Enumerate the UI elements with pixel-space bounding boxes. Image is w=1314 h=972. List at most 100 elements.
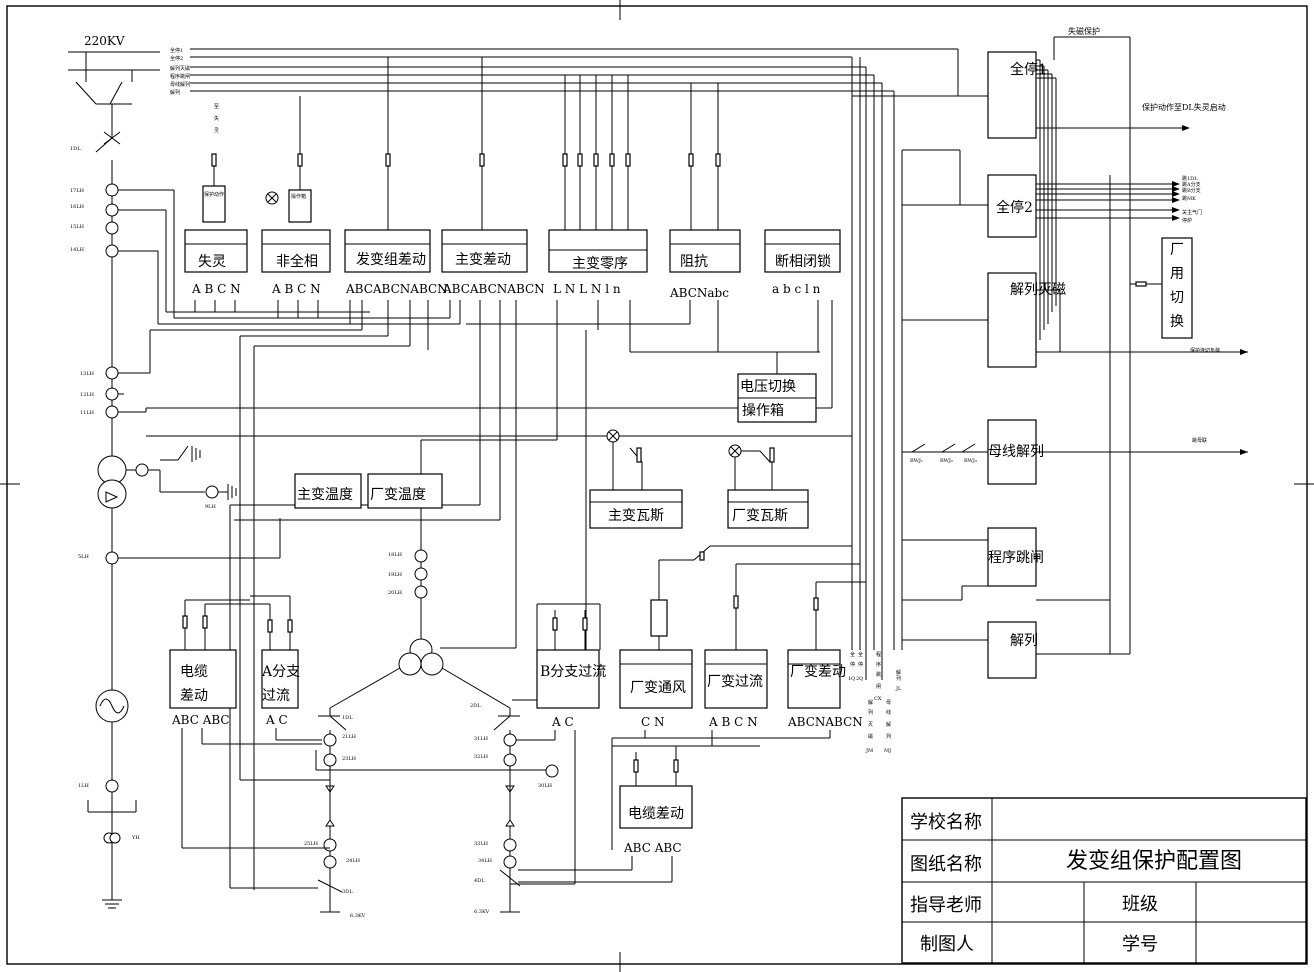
ct-13lh [105,366,119,380]
ct-15lh [105,221,119,235]
feiquanxiang-label: 非全相 [276,253,318,270]
v2-2: 2Q [856,676,863,682]
duanxiang-label: 断相闭锁 [775,254,831,270]
gas-protection: 主变瓦斯 厂变瓦斯 [589,429,809,529]
ct-33lh [503,838,517,852]
ct-9lh-label: 9LH [205,504,217,510]
v6-0: 解 [896,669,901,676]
v6-2: JL [895,686,902,692]
dianlan1-line1: 电缆 [180,664,208,680]
dianya-line1: 电压切换 [740,378,796,395]
protection-bfenzhi: B分支过流 A C [510,603,606,885]
ct-30lh-label: 30LH [538,783,553,789]
generator-trunk: 1DL 17LH 16LH 15LH 14LH 13LH 12LH 11LH 9… [70,122,237,909]
afenzhi-phases: A C [265,713,288,727]
relay-3: BWJ₃ [964,458,977,464]
bus-label-4: 程序跳闸 [170,73,190,80]
afenzhi-line2: 过流 [262,688,290,704]
v6-1: 列 [896,675,901,682]
v1-2: 1Q [848,676,855,682]
ct-5lh-label: 5LH [78,554,90,560]
ct-5lh [105,551,119,565]
duanxiang-phases: a b c l n [772,282,821,296]
ct-wiring-upper [118,189,852,890]
protection-start-out: 保护动作至DL失灵启动 [1142,102,1226,112]
changyong-2: 用 [1170,266,1184,282]
ct-24lh [323,855,337,869]
ct-20lh-label: 20LH [388,590,403,596]
v5-3: 列 [886,733,891,740]
ct-13lh-label: 13LH [80,371,95,377]
lingxu-label: 主变零序 [572,256,628,272]
protection-shiling: 失灵 A B C N 保护动作 至 失 灵 [184,104,248,296]
changcd-phases: ABCNABCN [787,715,863,729]
bus-label-5: 母线解列 [170,81,190,88]
ct-30lh [545,764,559,778]
relay-1: BWJ₁ [910,458,923,464]
school-label: 学校名称 [910,812,982,833]
jielie-label: 解列 [1010,633,1038,649]
yh-label: YH [131,835,140,841]
temperature-boxes: 主变温度 厂变温度 [294,473,443,509]
protection-zhubian-diff: 主变差动 ABCABCNABCN [441,57,545,296]
bfenzhi-label: B分支过流 [540,664,606,680]
breaker-3dl-label: 3DL [342,889,353,895]
bus-label-3: 解列灭磁 [170,65,190,72]
ct-17lh-label: 17LH [70,188,85,194]
afenzhi-line1: A分支 [261,664,300,680]
v3-3: 磁 [868,733,873,740]
shiling-phases: A B C N [191,282,241,296]
quanting2-label: 全停2 [996,199,1033,216]
trip-out-4: 跳MK [1182,195,1196,202]
ct-24lh-label: 24LH [346,858,361,864]
protection-tongfeng: 厂变通风 C N [612,545,852,739]
v5-0: 母 [886,700,891,706]
feiquanxiang-phases: A B C N [271,282,321,296]
guoliu-phases: A B C N [708,715,758,729]
dianya-line2: 操作箱 [742,403,784,419]
ct-32lh [503,753,517,767]
ct-11lh [105,405,119,419]
to-failure-2: 失 [214,115,219,122]
drawing-value: 发变组保护配置图 [1066,849,1242,874]
fabian-label: 发变组差动 [356,252,426,268]
changcd-label: 厂变差动 [790,664,846,680]
caozuo-label: 操作箱 [291,193,306,200]
plant-transformer-lv-a [398,652,422,676]
v4-2: 跳 [876,671,881,678]
neutral-transformer-b [109,832,121,844]
ct-9lh [205,485,219,499]
changbianws-label: 厂变瓦斯 [732,508,788,524]
trip-out-2: 跳A分支 [1182,181,1201,188]
zhubian-phases: ABCABCNABCN [442,282,545,296]
protection-changcd: 厂变差动 ABCNABCN [612,581,866,739]
guoliu-label: 厂变过流 [707,674,763,690]
v3-4: JM [865,748,873,754]
ct-12lh [105,387,119,401]
changyong-4: 换 [1170,313,1184,330]
ct-18lh [414,549,428,563]
ct-23lh-label: 23LH [342,756,357,762]
v4-4: CX [874,696,882,702]
ct-23lh [323,753,337,767]
ct-25lh [323,838,337,852]
v3-2: 灭 [868,722,873,728]
v4-1: 序 [876,661,881,668]
dianlan1-phases: ABC ABC [171,713,230,727]
ct-33lh-label: 33LH [474,841,489,847]
ct-21lh [323,733,337,747]
to-failure-1: 至 [214,104,219,110]
dianlan1-line2: 差动 [180,688,208,704]
changyong-3: 切 [1170,290,1184,306]
v5-1: 线 [886,709,891,716]
protection-feiquanxiang: 非全相 A B C N 操作箱 [261,96,331,296]
ct-31lh-label: 31LH [474,736,489,742]
v2-1: 停 [858,661,863,668]
trip-out-5: 关主气门 [1182,209,1202,216]
protection-afenzhi: A分支 过流 A C [250,595,322,741]
lingxu-phases: L N L N l n [553,282,621,296]
v4-3: 闸 [876,683,881,690]
baohu-label: 保护动作 [204,191,224,198]
ct-32lh-label: 32LH [474,754,489,760]
dianlan2-label: 电缆差动 [628,806,684,822]
